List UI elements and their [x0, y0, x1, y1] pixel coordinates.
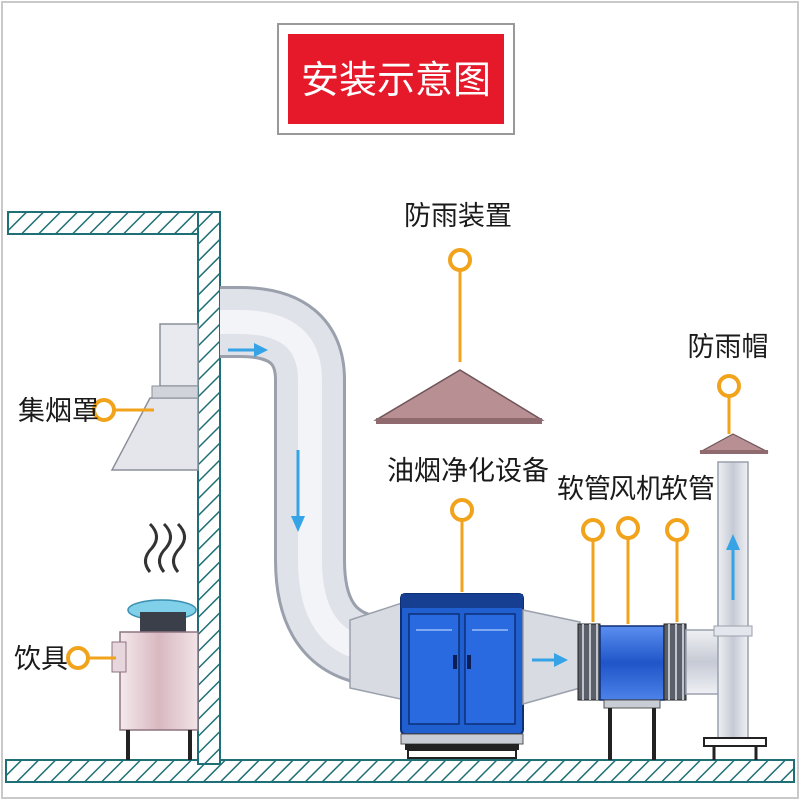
label-purifier: 油烟净化设备: [387, 456, 549, 487]
ground: [5, 759, 795, 783]
label-hose-right: 软管: [661, 474, 715, 505]
oil-fume-purifier: [400, 593, 524, 759]
exhaust-stack: [685, 461, 767, 760]
flow-arrow-icon: [291, 450, 305, 532]
hose-left: [577, 623, 601, 701]
label-rain-device: 防雨装置: [404, 201, 512, 232]
label-rain-cap: 防雨帽: [688, 332, 769, 363]
label-hose-left: 软管: [557, 474, 611, 505]
flow-arrow-icon: [532, 653, 568, 667]
smoke-hood: [110, 323, 199, 471]
label-hood: 集烟罩: [18, 396, 99, 427]
callouts: [66, 248, 741, 670]
duct-to-hose: [522, 609, 581, 705]
flow-arrow-icon: [726, 534, 740, 600]
label-stove: 饮具: [14, 644, 68, 675]
flow-arrow-icon: [228, 343, 268, 357]
steam-icon: [144, 522, 158, 573]
flow-arrows: [228, 343, 740, 667]
diagram-title: 安装示意图: [301, 58, 491, 102]
fan: [599, 625, 665, 760]
title-box: 安装示意图: [277, 23, 515, 135]
building-wall: [7, 211, 221, 765]
rain-cap: [699, 433, 769, 454]
stove: [111, 522, 199, 760]
rain-device-roof: [373, 369, 545, 424]
label-fan: 风机: [609, 474, 663, 505]
hose-right: [663, 623, 687, 701]
